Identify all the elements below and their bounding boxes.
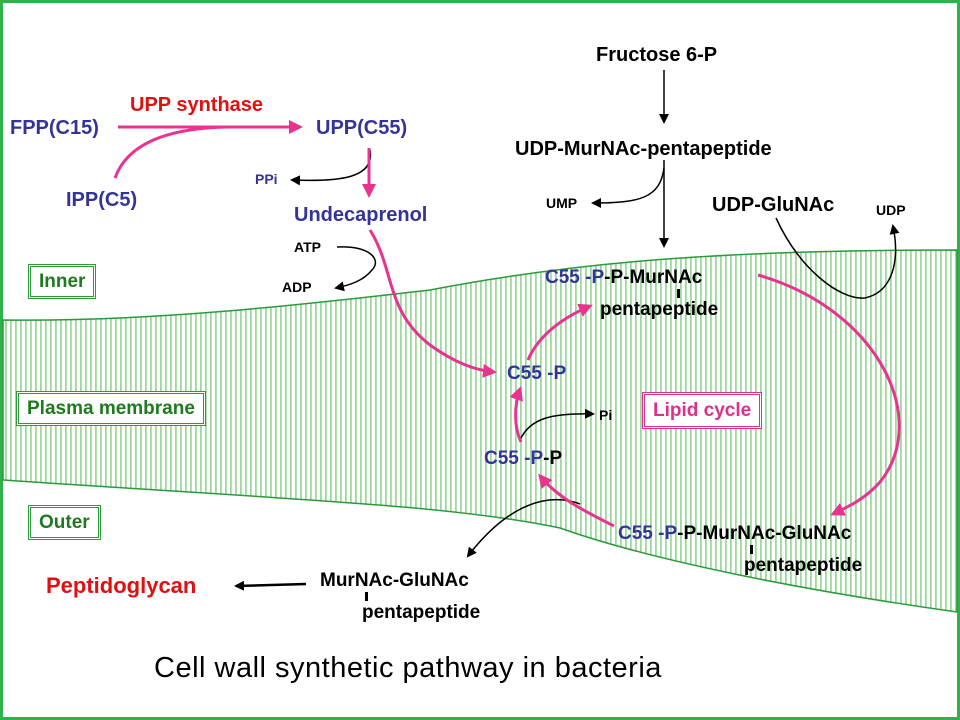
label-c55pp-a: C55 [484, 448, 519, 469]
arrow-udpglu-udp [775, 217, 900, 299]
label-pentapeptide-2: pentapeptide [744, 555, 863, 576]
label-c55pp-b: -P [524, 448, 544, 469]
label-upp-synthase: UPP synthase [130, 94, 264, 116]
label-c55pp: C55 -P-P [484, 449, 562, 468]
label-c55-mur-glu-b: -P-MurNAc-GluNAc [677, 523, 852, 544]
lipid-cycle-box: Lipid cycle [642, 392, 763, 429]
region-inner-label: Inner [39, 271, 86, 292]
region-inner-box: Inner [28, 264, 97, 299]
region-outer-box: Outer [28, 505, 101, 540]
label-c55pp-c: -P [543, 448, 563, 469]
bond-tick-1 [677, 289, 680, 298]
label-c55-mur-glu: C55 -P-P-MurNAc-GluNAc [618, 524, 851, 543]
arrow-to-ump [591, 167, 665, 208]
region-plasma-label: Plasma membrane [27, 398, 195, 419]
arrow-to-ppi [290, 149, 372, 186]
label-ipp: IPP(C5) [66, 189, 138, 211]
arrow-atp-adp [334, 246, 377, 292]
label-c55p: C55 -P [507, 363, 567, 384]
arrow-to-pi [519, 408, 595, 441]
label-atp: ATP [294, 239, 321, 255]
label-udp: UDP [876, 202, 906, 218]
label-pentapeptide-3: pentapeptide [362, 602, 481, 623]
arrow-c55pp-c55p [509, 386, 523, 443]
label-ppi: PPi [255, 171, 278, 187]
label-pi: Pi [599, 407, 613, 423]
arrow-to-peptidoglycan [234, 580, 307, 591]
bond-tick-2 [750, 545, 753, 554]
label-fpp: FPP(C15) [10, 117, 99, 139]
label-peptidoglycan: Peptidoglycan [46, 573, 197, 598]
label-fructose: Fructose 6-P [596, 44, 718, 66]
label-c55-mur-glu-a: C55 -P [618, 523, 678, 544]
region-plasma-box: Plasma membrane [16, 391, 206, 426]
lipid-cycle-label: Lipid cycle [653, 400, 752, 421]
bond-tick-3 [365, 592, 368, 601]
arrow-undecaprenol-c55p [368, 229, 497, 378]
label-c55-mur-a: C55 -P [545, 267, 605, 288]
diagram-caption: Cell wall synthetic pathway in bacteria [154, 652, 662, 684]
region-outer-label: Outer [39, 512, 90, 533]
label-pentapeptide-1: pentapeptide [600, 299, 719, 320]
label-udp-mur: UDP-MurNAc-pentapeptide [515, 138, 772, 160]
label-c55-mur: C55 -P-P-MurNAc [545, 268, 702, 287]
label-undecaprenol: Undecaprenol [294, 204, 428, 226]
label-upp: UPP(C55) [316, 117, 408, 139]
arrow-bottom-c55pp [538, 473, 615, 528]
label-udp-glu: UDP-GluNAc [712, 194, 835, 216]
label-mur-glu: MurNAc-GluNAc [320, 570, 469, 591]
membrane-band [2, 249, 958, 613]
label-c55-mur-b: -P-MurNAc [604, 267, 703, 288]
arrow-c55p-top [526, 303, 593, 361]
arrow-top-bottom [757, 273, 901, 516]
label-ump: UMP [546, 195, 578, 211]
label-adp: ADP [282, 279, 312, 295]
arrow-ipp-join [113, 125, 229, 179]
